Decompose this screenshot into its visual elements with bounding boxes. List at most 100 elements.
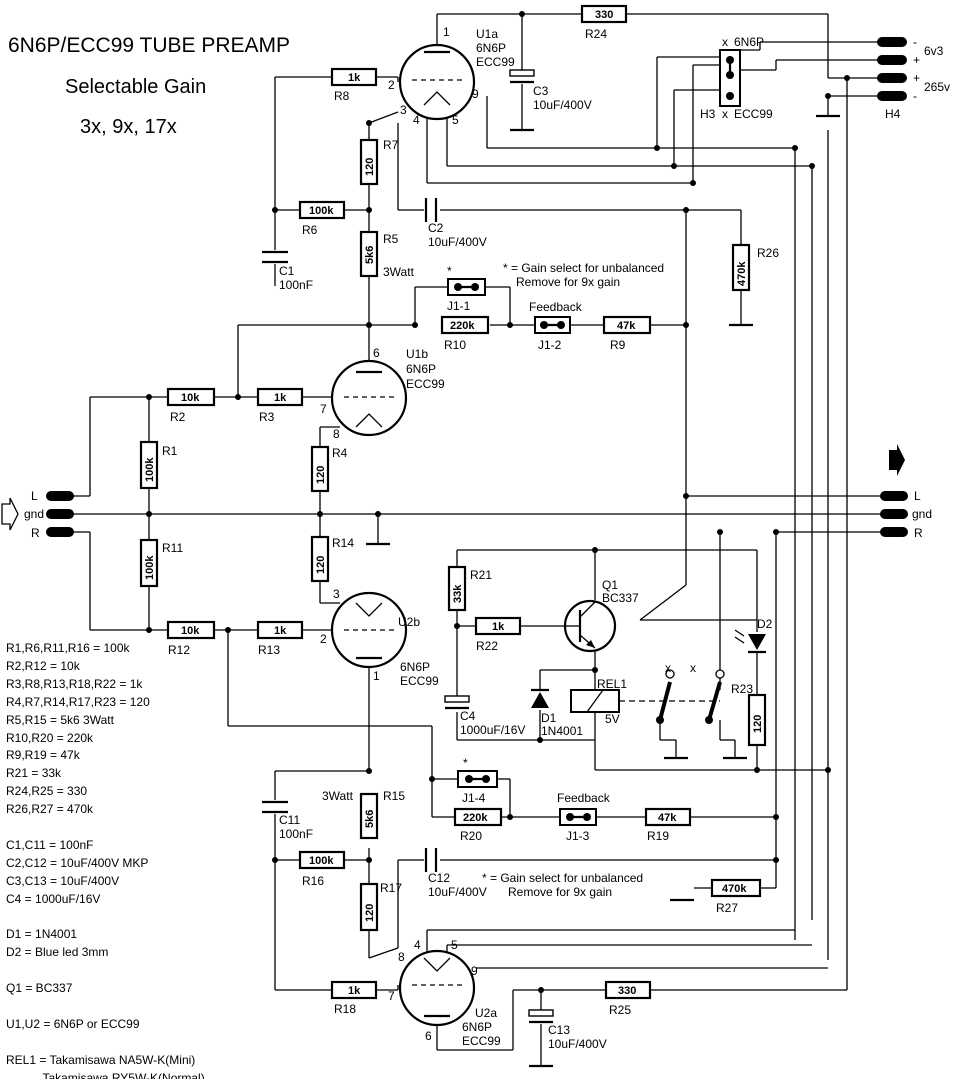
resistor-R27: 470k R27	[710, 878, 762, 915]
resistor-R1: 100k R1	[139, 440, 178, 490]
jumper-J1-1: * J1-1	[447, 264, 486, 313]
svg-text:R11: R11	[162, 541, 183, 555]
svg-text:-: -	[913, 35, 917, 49]
svg-text:120: 120	[364, 158, 376, 176]
transistor-Q1: Q1 BC337	[563, 578, 639, 653]
svg-text:100k: 100k	[309, 855, 334, 867]
svg-text:120: 120	[315, 556, 327, 574]
resistor-R21: 33k R21	[447, 565, 492, 612]
gain-note-bottom-2: Remove for 9x gain	[508, 885, 612, 899]
svg-text:33k: 33k	[452, 584, 464, 603]
gain-note-top-2: Remove for 9x gain	[516, 275, 620, 289]
svg-text:R24: R24	[585, 27, 607, 41]
svg-text:R25: R25	[609, 1003, 631, 1017]
svg-text:R23: R23	[731, 682, 753, 696]
page-title: 6N6P/ECC99 TUBE PREAMP	[8, 34, 290, 57]
svg-text:C2: C2	[428, 221, 444, 235]
resistor-R15: 5k6 R15 3Watt	[322, 789, 405, 840]
resistor-R6: 100k R6	[298, 200, 346, 237]
svg-text:R10: R10	[444, 338, 466, 352]
parts-list-line: D2 = Blue led 3mm	[6, 945, 108, 959]
svg-text:8: 8	[333, 427, 340, 441]
parts-list-line: R4,R7,R14,R17,R23 = 120	[6, 695, 150, 709]
resistor-R24: 330 R24	[580, 4, 628, 41]
power-connector-H4: - 6v3 + + 265v - H4	[877, 35, 950, 121]
resistor-R10: 220k R10	[440, 315, 490, 352]
svg-text:47k: 47k	[617, 320, 636, 332]
svg-text:6N6P: 6N6P	[400, 660, 430, 674]
svg-text:L: L	[31, 489, 38, 503]
svg-text:R1: R1	[162, 444, 178, 458]
svg-text:1k: 1k	[274, 392, 287, 404]
wiring	[70, 13, 887, 1068]
svg-text:6: 6	[425, 1029, 432, 1043]
svg-text:R26: R26	[757, 246, 779, 260]
svg-text:ECC99: ECC99	[406, 377, 445, 391]
resistor-R7: 120 R7	[359, 138, 399, 186]
svg-text:R13: R13	[258, 643, 280, 657]
resistor-R8: 1k R8	[330, 67, 378, 103]
svg-text:1k: 1k	[492, 621, 505, 633]
svg-text:U2a: U2a	[475, 1006, 497, 1020]
svg-text:5k6: 5k6	[364, 810, 376, 828]
svg-text:U2b: U2b	[398, 615, 420, 629]
svg-text:R5: R5	[383, 232, 399, 246]
svg-text:47k: 47k	[658, 812, 677, 824]
svg-text:U1a: U1a	[476, 27, 498, 41]
svg-text:C11: C11	[279, 813, 300, 827]
svg-text:x: x	[690, 661, 696, 675]
svg-text:R20: R20	[460, 829, 482, 843]
parts-list-line: R24,R25 = 330	[6, 784, 87, 798]
svg-text:H4: H4	[885, 107, 901, 121]
gain-note-top-1: * = Gain select for unbalanced	[503, 261, 664, 275]
parts-list-line: C4 = 1000uF/16V	[6, 892, 100, 906]
svg-text:120: 120	[364, 904, 376, 922]
capacitor-C11: C11 100nF	[262, 800, 313, 841]
svg-text:7: 7	[388, 989, 395, 1003]
svg-text:R21: R21	[470, 568, 492, 582]
svg-text:6v3: 6v3	[924, 44, 944, 58]
svg-text:4: 4	[414, 938, 421, 952]
parts-list-line: R10,R20 = 220k	[6, 731, 94, 745]
svg-text:1k: 1k	[348, 72, 361, 84]
capacitor-C3: C3 10uF/400V	[509, 69, 592, 112]
svg-text:3: 3	[333, 587, 340, 601]
parts-list-line: REL1 = Takamisawa NA5W-K(Mini)	[6, 1053, 195, 1067]
resistor-R20: 220k R20	[453, 807, 503, 843]
svg-text:R4: R4	[332, 446, 348, 460]
parts-list-line: Q1 = BC337	[6, 981, 73, 995]
svg-text:120: 120	[315, 466, 327, 484]
svg-text:D2: D2	[757, 617, 773, 631]
svg-text:C3: C3	[533, 84, 549, 98]
resistor-R23: 120 R23	[731, 682, 767, 747]
svg-text:6N6P: 6N6P	[406, 362, 436, 376]
svg-text:ECC99: ECC99	[462, 1034, 501, 1048]
resistor-R3: 1k R3	[256, 387, 304, 424]
svg-text:R: R	[914, 526, 923, 540]
relay-REL1: REL1 5V x x	[570, 661, 725, 726]
svg-text:D1: D1	[541, 711, 557, 725]
svg-text:gnd: gnd	[24, 507, 44, 521]
svg-text:J1-2: J1-2	[538, 338, 562, 352]
svg-text:4: 4	[413, 113, 420, 127]
parts-list-line: R1,R6,R11,R16 = 100k	[6, 641, 131, 655]
svg-text:ECC99: ECC99	[734, 107, 773, 121]
gain-note-bottom-1: * = Gain select for unbalanced	[482, 871, 643, 885]
resistor-R25: 330 R25	[604, 980, 652, 1017]
svg-text:3Watt: 3Watt	[322, 789, 354, 803]
svg-text:x: x	[722, 107, 728, 121]
svg-text:R14: R14	[332, 536, 354, 550]
svg-text:100k: 100k	[144, 457, 156, 482]
parts-list-line: Takamisawa RY5W-K(Normal)	[6, 1071, 205, 1079]
parts-list-line: C3,C13 = 10uF/400V	[6, 874, 119, 888]
parts-list-line: R26,R27 = 470k	[6, 802, 94, 816]
svg-text:ECC99: ECC99	[476, 55, 515, 69]
svg-text:1k: 1k	[348, 985, 361, 997]
junction-dots	[146, 11, 850, 993]
svg-text:R3: R3	[259, 410, 275, 424]
resistor-R4: 120 R4	[310, 445, 348, 493]
svg-text:J1-1: J1-1	[447, 299, 471, 313]
svg-text:6N6P: 6N6P	[734, 35, 764, 49]
